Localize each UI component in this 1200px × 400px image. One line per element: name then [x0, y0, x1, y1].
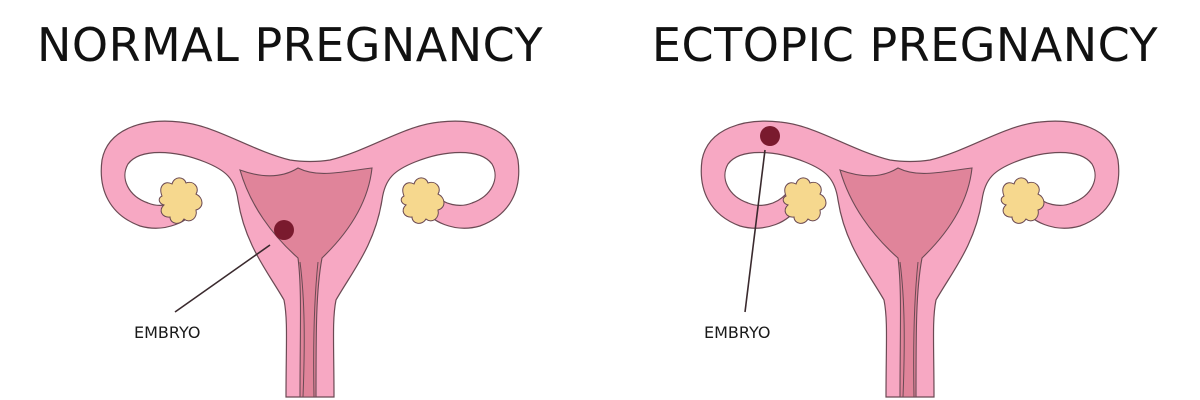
embryo-leader-line — [174, 244, 271, 313]
normal-pregnancy-panel: NORMAL PREGNANCY EMBRYO — [36, 18, 544, 398]
uterine-cavity — [839, 167, 973, 398]
embryo-dot — [274, 220, 294, 240]
cervical-canal — [299, 261, 319, 398]
uterus-illustration — [100, 120, 520, 398]
uterus-illustration — [700, 120, 1120, 398]
right-ovary — [1000, 177, 1045, 224]
right-ovary — [400, 177, 445, 224]
left-ovary — [158, 177, 203, 224]
cervical-canal — [899, 261, 919, 398]
embryo-label: EMBRYO — [134, 323, 200, 342]
embryo-label: EMBRYO — [704, 323, 770, 342]
ectopic-pregnancy-panel: ECTOPIC PREGNANCY EMBRYO — [600, 0, 1200, 400]
uterine-cavity — [239, 167, 373, 398]
left-ovary — [782, 177, 827, 224]
ectopic-pregnancy-title: ECTOPIC PREGNANCY — [651, 18, 1159, 72]
embryo-dot — [760, 126, 780, 146]
normal-pregnancy-title: NORMAL PREGNANCY — [36, 18, 544, 72]
ectopic-uterus-diagram: EMBRYO — [700, 120, 1120, 398]
embryo-leader-line — [744, 149, 766, 313]
normal-uterus-diagram: EMBRYO — [100, 120, 520, 398]
